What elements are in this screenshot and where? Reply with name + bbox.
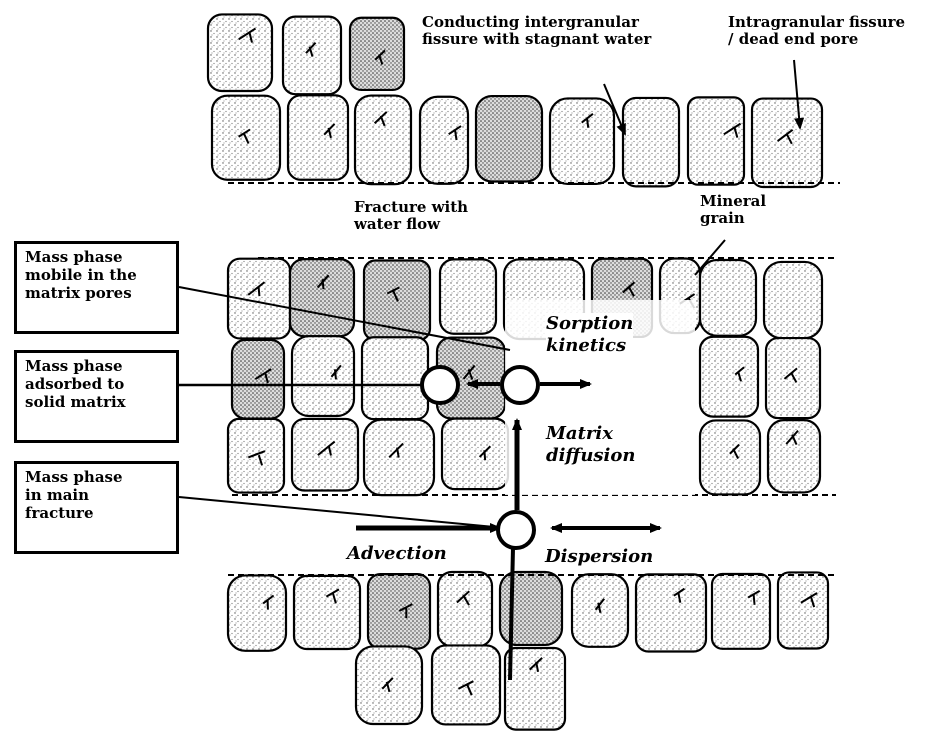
mass-phase-fracture-box: Mass phase in main fracture <box>14 461 179 554</box>
mineral-grain-shape <box>505 648 565 730</box>
fracture-flow-label: Fracture with water flow <box>354 199 468 233</box>
mineral-grain-shape <box>368 574 430 649</box>
mineral-grain-shape <box>420 97 468 184</box>
mineral-grain-shape <box>623 98 679 186</box>
mineral-grain-shape <box>778 572 828 648</box>
mineral-grain-shape <box>636 574 706 651</box>
mineral-grain-shape <box>440 259 496 333</box>
mineral-grain-label: Mineral grain <box>700 193 766 227</box>
mineral-grain-shape <box>292 419 358 491</box>
mineral-grain-shape <box>768 420 820 492</box>
mineral-grain-shape <box>700 337 758 417</box>
mineral-grain-shape <box>752 99 822 187</box>
matrix-diffusion-label: Matrix diffusion <box>546 423 635 467</box>
mineral-grain-shape <box>700 260 756 336</box>
mineral-grain-shape <box>290 259 354 336</box>
advection-label: Advection <box>347 543 447 565</box>
fracture-leader-line <box>179 497 505 528</box>
mineral-grain-shape <box>288 95 348 179</box>
mineral-grain-shape <box>292 336 354 416</box>
mass-phase-mobile-box: Mass phase mobile in the matrix pores <box>14 241 179 334</box>
mineral-grain-shape <box>362 337 428 419</box>
fracture-phase-node <box>498 512 534 548</box>
mineral-grain-shape <box>550 98 614 184</box>
conducting-fissure-label: Conducting intergranular fissure with st… <box>422 14 651 48</box>
mineral-grain-shape <box>438 572 492 646</box>
mineral-grain-shape <box>350 18 404 90</box>
mineral-grain-shape <box>764 262 822 338</box>
mineral-grain-shape <box>208 14 272 91</box>
mineral-grain-shape <box>688 97 744 184</box>
mineral-grain-shape <box>700 420 760 494</box>
mineral-grain-shape <box>476 96 542 181</box>
mineral-grain-shape <box>442 419 508 489</box>
mineral-grain-shape <box>294 576 360 649</box>
mineral-grain-shape <box>228 575 286 650</box>
mass-phase-adsorbed-box: Mass phase adsorbed to solid matrix <box>14 350 179 443</box>
adsorbed-phase-node <box>422 367 458 403</box>
mineral-grain-shape <box>356 646 422 724</box>
mineral-grain-shape <box>712 574 770 649</box>
mineral-grain-shape <box>232 340 284 419</box>
mineral-grain-shape <box>355 96 411 185</box>
mobile-phase-node <box>502 367 538 403</box>
intragranular-fissure-label: Intragranular fissure / dead end pore <box>728 14 905 48</box>
dispersion-label: Dispersion <box>545 546 653 568</box>
mineral-grain-shape <box>228 419 284 493</box>
sorption-kinetics-label: Sorption kinetics <box>546 313 633 357</box>
